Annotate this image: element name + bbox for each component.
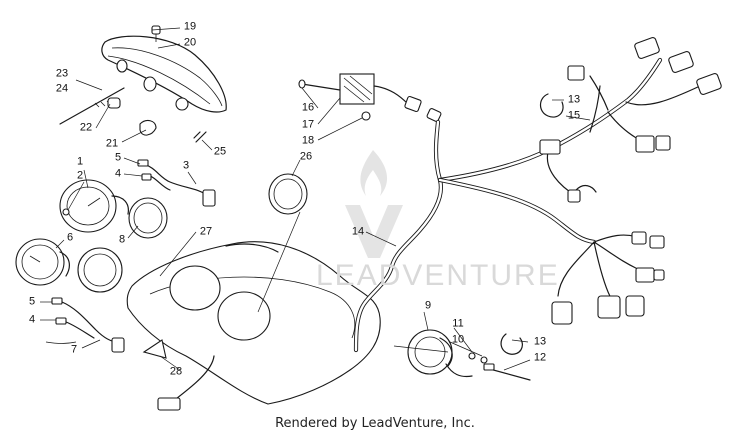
voltage-regulator — [298, 73, 442, 122]
harness-connectors — [539, 37, 722, 325]
callout-20: 20 — [183, 36, 197, 49]
callout-21: 21 — [105, 137, 119, 150]
instrument-pod-cover — [126, 241, 381, 411]
callout-4-upper: 4 — [114, 167, 122, 180]
callout-25: 25 — [213, 145, 227, 158]
callout-leader-lines — [40, 27, 591, 371]
speedometer-assembly — [59, 159, 216, 239]
callout-19: 19 — [183, 20, 197, 33]
callout-17: 17 — [301, 118, 315, 131]
callout-7: 7 — [70, 343, 78, 356]
callout-3: 3 — [182, 159, 190, 172]
headlight-assembly — [59, 25, 227, 143]
callout-11: 11 — [452, 317, 464, 330]
callout-10: 10 — [451, 333, 465, 346]
callout-13-upper: 13 — [567, 93, 581, 106]
callout-2: 2 — [76, 169, 84, 182]
callout-5-upper: 5 — [114, 151, 122, 164]
callout-5-lower: 5 — [28, 295, 36, 308]
callout-22: 22 — [79, 121, 93, 134]
main-wiring-harness — [353, 57, 701, 353]
callout-14: 14 — [351, 225, 365, 238]
callout-1: 1 — [76, 155, 84, 168]
watermark-text: LEADVENTURE — [316, 259, 560, 292]
tachometer-assembly — [15, 238, 125, 353]
callout-13-lower: 13 — [533, 335, 547, 348]
callout-27: 27 — [199, 225, 213, 238]
callout-15: 15 — [567, 109, 581, 122]
callout-4-lower: 4 — [28, 313, 36, 326]
retaining-rings — [500, 93, 564, 355]
callout-24: 24 — [55, 82, 69, 95]
callout-8: 8 — [118, 233, 126, 246]
callout-26: 26 — [299, 150, 313, 163]
footer-credit: Rendered by LeadVenture, Inc. — [275, 416, 475, 431]
callout-18: 18 — [301, 134, 315, 147]
callout-9: 9 — [424, 299, 432, 312]
callout-28: 28 — [169, 365, 183, 378]
indicator-gauge-assembly — [393, 329, 531, 381]
callout-16: 16 — [301, 101, 315, 114]
callout-12: 12 — [533, 351, 547, 364]
gauge-bezel-26 — [268, 173, 308, 215]
callout-23: 23 — [55, 67, 69, 80]
watermark-logo — [345, 150, 403, 258]
callout-6: 6 — [66, 231, 74, 244]
